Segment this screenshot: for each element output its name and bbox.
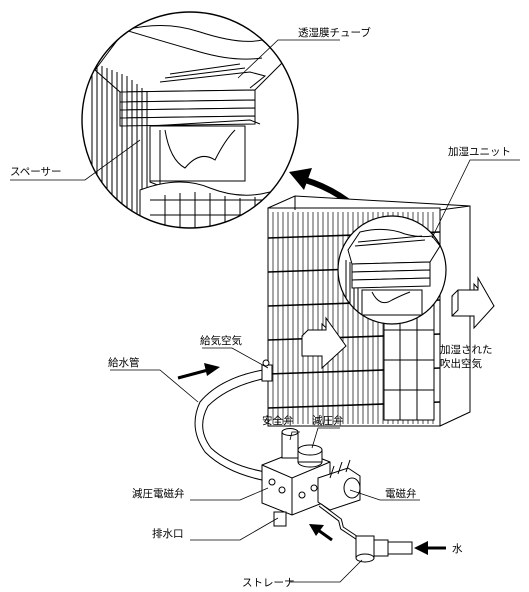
drain-port-outlet [273, 511, 287, 527]
airflow-out-arrow [451, 276, 495, 330]
strainer-body [355, 535, 413, 563]
leader-lines [10, 39, 520, 583]
label-humidified-air-line1: 加湿された [440, 344, 493, 356]
label-strainer: ストレーナ [242, 577, 295, 589]
safety-valve-body [281, 428, 299, 459]
label-spacer: スペーサー [10, 166, 62, 178]
pressure-reducing-valve-knob [297, 444, 323, 468]
label-humidifier-unit: 加湿ユニット [448, 146, 511, 158]
lower-grid-frame [139, 181, 286, 228]
airflow-in-arrow [301, 316, 347, 370]
highlight-circle-detail [337, 215, 447, 325]
label-water-pipe: 給水管 [108, 356, 140, 369]
solenoid-coil [317, 459, 361, 511]
spacer-bracket [149, 119, 261, 187]
label-pressure-reducing-solenoid: 減圧電磁弁 [132, 487, 185, 500]
label-water: 水 [452, 543, 463, 555]
label-pressure-reducing-valve: 減圧弁 [312, 414, 344, 427]
label-solenoid-valve: 電磁弁 [385, 487, 417, 500]
label-humidified-air-line2: 吹出空気 [440, 357, 482, 370]
supply-air-arrow [177, 363, 220, 380]
label-safety-valve: 安全弁 [262, 414, 294, 427]
water-pipe [194, 359, 273, 481]
labels: 透湿膜チューブ 加湿ユニット スペーサー 給気空気 加湿された 吹出空気 給水管… [10, 26, 511, 589]
label-supply-air: 給気空気 [200, 334, 242, 347]
label-membrane-tube: 透湿膜チューブ [298, 26, 371, 39]
label-drain-port: 排水口 [152, 527, 184, 540]
magnified-detail-view [81, 11, 299, 229]
magnifier-circle [81, 11, 299, 229]
membrane-tube-stack [119, 63, 267, 127]
valve-assembly [261, 428, 413, 563]
water-inflow-arrow [414, 541, 446, 555]
internal-flow-arrow [309, 524, 333, 542]
